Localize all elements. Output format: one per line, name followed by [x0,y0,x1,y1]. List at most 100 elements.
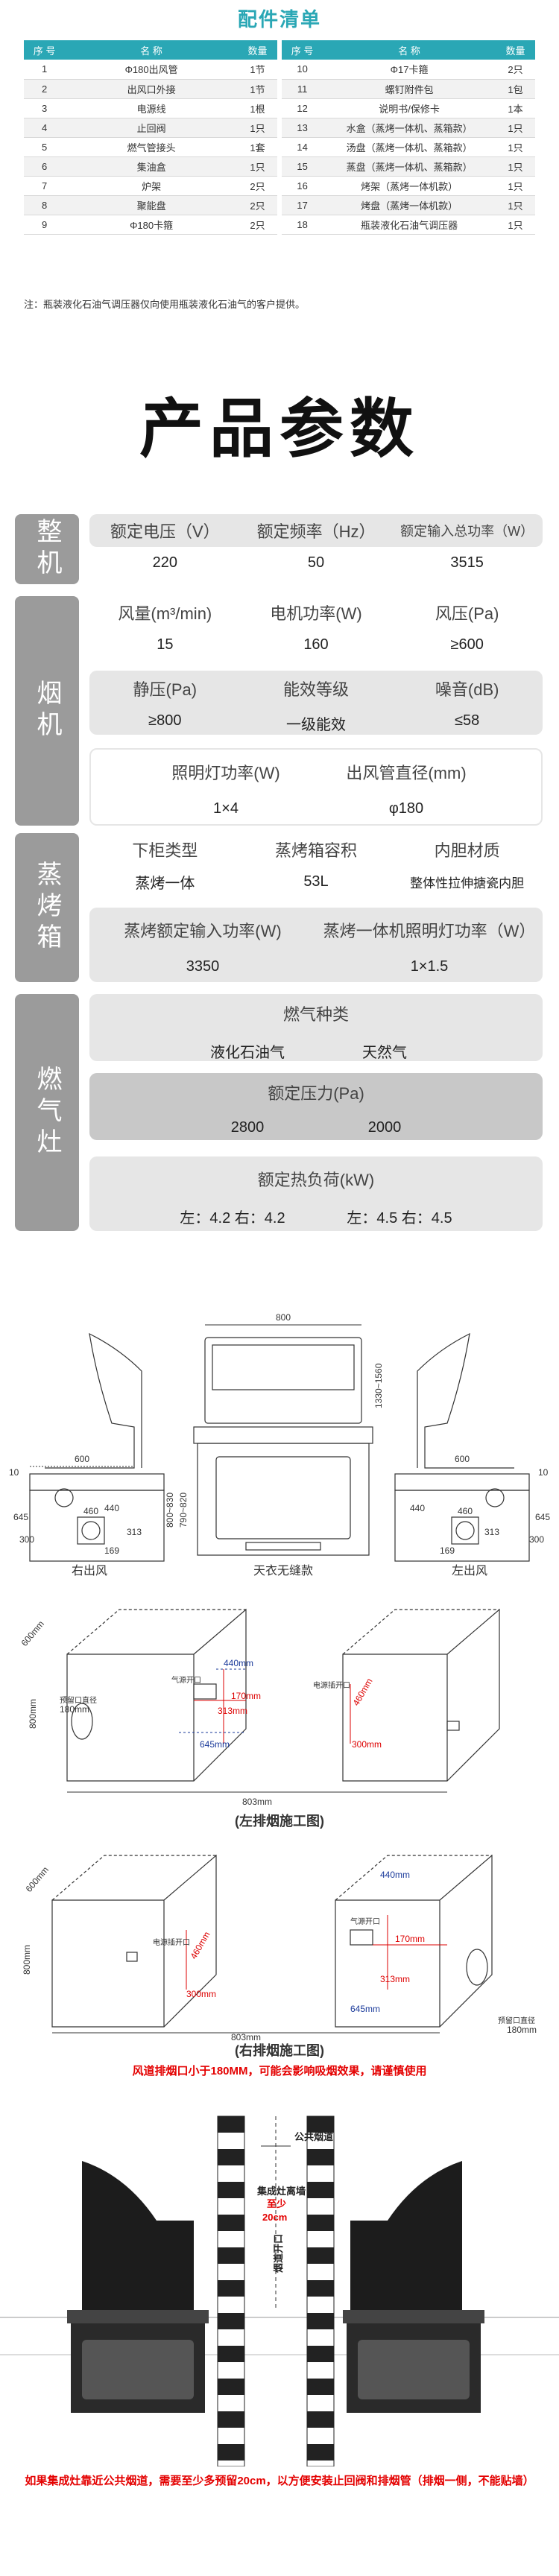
parts-cell-name: 烤盘（蒸烤一体机款） [323,195,496,215]
outlet-left [77,1516,105,1545]
param-value: ≤58 [455,712,480,729]
param-header: 风压(Pa) [435,604,499,623]
warning-vent-size: 风道排烟口小于180MM，可能会影响吸烟效果，请谨慎使用 [132,2065,427,2077]
col-qty: 数量 [238,40,277,60]
param-header: 出风管直径(mm) [346,764,467,782]
vent-hole-left [71,1703,93,1740]
parts-cell-qty: 1包 [496,79,535,99]
parts-cell-no: 6 [24,156,66,177]
param-value: 53L [303,873,329,890]
param-value: 2000 [367,1119,402,1136]
parts-cell-name: 燃气管接头 [65,137,238,157]
parts-cell-no: 7 [24,176,66,196]
vent-hole-right [466,1949,488,1986]
dimension-drawing: 800 600 600 440 440 460 460 169 169 313 … [9,1312,550,1562]
flue-label: 20cm [262,2212,287,2223]
param-value: 1×4 [213,800,239,817]
dim-label: 800~830 [165,1493,175,1528]
param-value: 3350 [186,958,220,975]
dim-label: 300 [529,1534,544,1545]
flue-placement-drawing: 公共烟道 集成灶离墙 至少 20cm 烟道开口 [0,2115,559,2466]
dim-label: 645 [13,1512,28,1522]
param-value: ≥600 [450,636,484,653]
parts-cell-no: 1 [24,60,66,80]
parts-cell-qty: 1只 [496,195,535,215]
param-header: 蒸烤一体机照明灯功率（W） [323,922,536,940]
dim-label: 313mm [218,1706,247,1716]
param-value: 左：4.2 右：4.2 [180,1210,285,1227]
parts-cell-no: 2 [24,79,66,99]
param-header: 风量(m³/min) [118,604,212,623]
param-value: 3515 [450,554,484,571]
dim-label: 440 [410,1503,425,1513]
parts-cell-no: 13 [282,118,323,138]
dim-label: 预留口直径 [60,1695,97,1705]
dim-label: 790~820 [178,1493,189,1528]
parts-title: 配件清单 [237,8,321,31]
param-value: 160 [303,636,329,653]
flue-label: 集成灶离墙 [256,2186,306,2197]
hood-left-side [45,1332,142,1469]
dim-label: 645mm [350,2004,380,2014]
yanji-row-1: 风量(m³/min) 电机功率(W) 风压(Pa) 15 160 ≥600 [89,596,543,660]
parts-cell-qty: 2只 [238,176,277,196]
parts-cell-qty: 1节 [238,79,277,99]
dim-label: 电源插开口 [313,1680,350,1690]
dim-label: 460mm [350,1677,374,1708]
flue-label: 公共烟道 [294,2131,333,2142]
dim-label: 170mm [395,1934,425,1944]
parts-cell-no: 5 [24,137,66,157]
parts-cell-name: 电源线 [65,98,238,118]
gas-opening-left [193,1683,217,1700]
cabinet-left [29,1490,165,1562]
dim-label: 313 [484,1527,499,1537]
parts-cell-no: 4 [24,118,66,138]
parts-cell-qty: 1根 [238,98,277,118]
param-value: 蒸烤一体 [135,875,195,892]
parts-cell-name: Φ180出风管 [65,60,238,80]
parts-cell-qty: 2只 [496,60,535,80]
dim-label: 180mm [60,1704,89,1715]
knob-left [54,1488,74,1507]
caption-right: 左出风 [451,1565,487,1577]
parts-cell-name: Φ17卡箍 [323,60,496,80]
param-header: 噪音(dB) [435,680,499,699]
flue-label: 至少 [267,2198,286,2209]
param-header: 额定输入总功率（W） [400,524,534,539]
col-name: 名 称 [323,40,496,60]
parts-cell-name: 烤架（蒸烤一体机款） [323,176,496,196]
parts-cell-name: 说明书/保修卡 [323,98,496,118]
hood-right-side [417,1332,514,1469]
param-value: φ180 [388,800,424,817]
param-value: 左：4.5 右：4.5 [347,1210,452,1227]
parts-cell-name: 出风口外接 [65,79,238,99]
caption-right-install: (右排烟施工图) [235,2043,324,2058]
col-no: 序 号 [24,40,66,60]
zhengji-row: 额定电压（V） 额定频率（Hz） 额定输入总功率（W） 220 50 3515 [89,514,543,578]
param-header: 额定压力(Pa) [268,1084,364,1103]
dim-label: 803mm [242,1797,272,1807]
parts-cell-qty: 1本 [496,98,535,118]
parts-cell-no: 15 [282,156,323,177]
dim-label: 300mm [186,1989,216,1999]
param-value: 天然气 [362,1045,407,1061]
dim-label: 300 [19,1534,34,1545]
parts-cell-name: Φ180卡箍 [65,215,238,235]
dim-label: 300mm [352,1739,382,1750]
parts-cell-name: 聚能盘 [65,195,238,215]
ranqi-row-1: 燃气种类 液化石油气 天然气 [89,994,543,1061]
section-label-zhengji: 整机 [15,514,79,584]
col-name: 名 称 [65,40,238,60]
parts-note: 注：瓶装液化石油气调压器仅向使用瓶装液化石油气的客户提供。 [24,299,306,310]
col-no: 序 号 [282,40,323,60]
param-header: 能效等级 [283,680,350,699]
